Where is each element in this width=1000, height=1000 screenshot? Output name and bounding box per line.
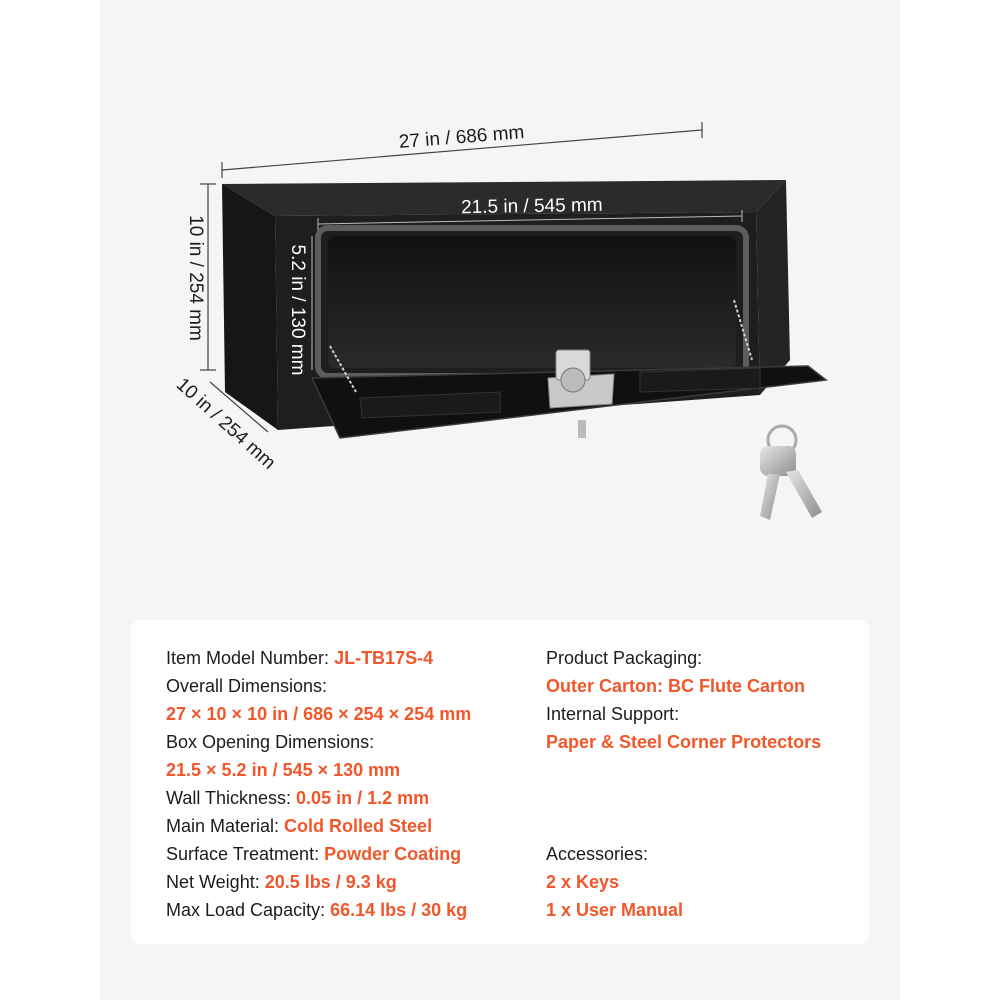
dimension-opening-width — [317, 210, 743, 230]
spec-value: Powder Coating — [324, 844, 462, 864]
spec-line: 2 x Keys — [546, 868, 821, 896]
opening-height-label: 5.2 in / 130 mm — [287, 245, 308, 376]
spec-value: 1 x User Manual — [546, 900, 684, 920]
spec-label: Wall Thickness: — [166, 788, 297, 808]
spec-value: 27 × 10 × 10 in / 686 × 254 × 254 mm — [166, 704, 472, 724]
opening-width-label: 21.5 in / 545 mm — [461, 195, 603, 218]
specs-right-column: Product Packaging: Outer Carton: BC Flut… — [546, 644, 821, 924]
overall-width-label: 27 in / 686 mm — [398, 122, 525, 153]
toolbox-figure: 27 in / 686 mm 21.5 in / 545 mm 5.2 in /… — [172, 122, 828, 520]
spec-line: Accessories: — [546, 840, 821, 868]
spec-line: 27 × 10 × 10 in / 686 × 254 × 254 mm — [166, 700, 471, 728]
spec-label: Accessories: — [546, 844, 649, 864]
spec-line: Internal Support: — [546, 700, 821, 728]
height-label: 10 in / 254 mm — [185, 215, 206, 341]
spec-label: Box Opening Dimensions: — [166, 732, 375, 752]
spec-line: Item Model Number: JL-TB17S-4 — [166, 644, 471, 672]
keys-icon — [760, 424, 822, 520]
spec-value: 0.05 in / 1.2 mm — [296, 788, 430, 808]
spec-label: Net Weight: — [166, 872, 265, 892]
t-handle-lock — [547, 349, 615, 438]
spec-label: Item Model Number: — [166, 648, 335, 668]
spec-line: 1 x User Manual — [546, 896, 821, 924]
spec-line: Paper & Steel Corner Protectors — [546, 728, 821, 756]
spec-line: Box Opening Dimensions: — [166, 728, 471, 756]
specs-left-column: Item Model Number: JL-TB17S-4 Overall Di… — [166, 644, 471, 924]
spec-label: Surface Treatment: — [166, 844, 325, 864]
spec-value: 66.14 lbs / 30 kg — [330, 900, 468, 920]
spec-line: Product Packaging: — [546, 644, 821, 672]
spec-line: 21.5 × 5.2 in / 545 × 130 mm — [166, 756, 471, 784]
spec-value: 21.5 × 5.2 in / 545 × 130 mm — [166, 760, 401, 780]
spec-line: Overall Dimensions: — [166, 672, 471, 700]
spec-value: Cold Rolled Steel — [284, 816, 433, 836]
box-opening — [315, 225, 749, 379]
spec-value: Outer Carton: BC Flute Carton — [546, 676, 805, 696]
spec-label: Max Load Capacity: — [166, 900, 331, 920]
spec-label: Overall Dimensions: — [166, 676, 328, 696]
spec-line: Net Weight: 20.5 lbs / 9.3 kg — [166, 868, 471, 896]
dimension-overall-width — [221, 122, 703, 178]
support-chains — [329, 299, 753, 393]
spec-value: 2 x Keys — [546, 872, 620, 892]
spec-line: Surface Treatment: Powder Coating — [166, 840, 471, 868]
dimension-depth — [209, 381, 269, 433]
dimension-height — [200, 183, 216, 371]
spec-value: 20.5 lbs / 9.3 kg — [264, 872, 397, 892]
specifications-card: Item Model Number: JL-TB17S-4 Overall Di… — [131, 620, 869, 944]
spacer — [546, 756, 821, 840]
spec-label: Product Packaging: — [546, 648, 703, 668]
spec-label: Internal Support: — [546, 704, 680, 724]
spec-value: JL-TB17S-4 — [334, 648, 434, 668]
spec-value: Paper & Steel Corner Protectors — [546, 732, 822, 752]
spec-line: Outer Carton: BC Flute Carton — [546, 672, 821, 700]
spec-line: Max Load Capacity: 66.14 lbs / 30 kg — [166, 896, 471, 924]
spec-line: Wall Thickness: 0.05 in / 1.2 mm — [166, 784, 471, 812]
spec-line: Main Material: Cold Rolled Steel — [166, 812, 471, 840]
spec-label: Main Material: — [166, 816, 285, 836]
